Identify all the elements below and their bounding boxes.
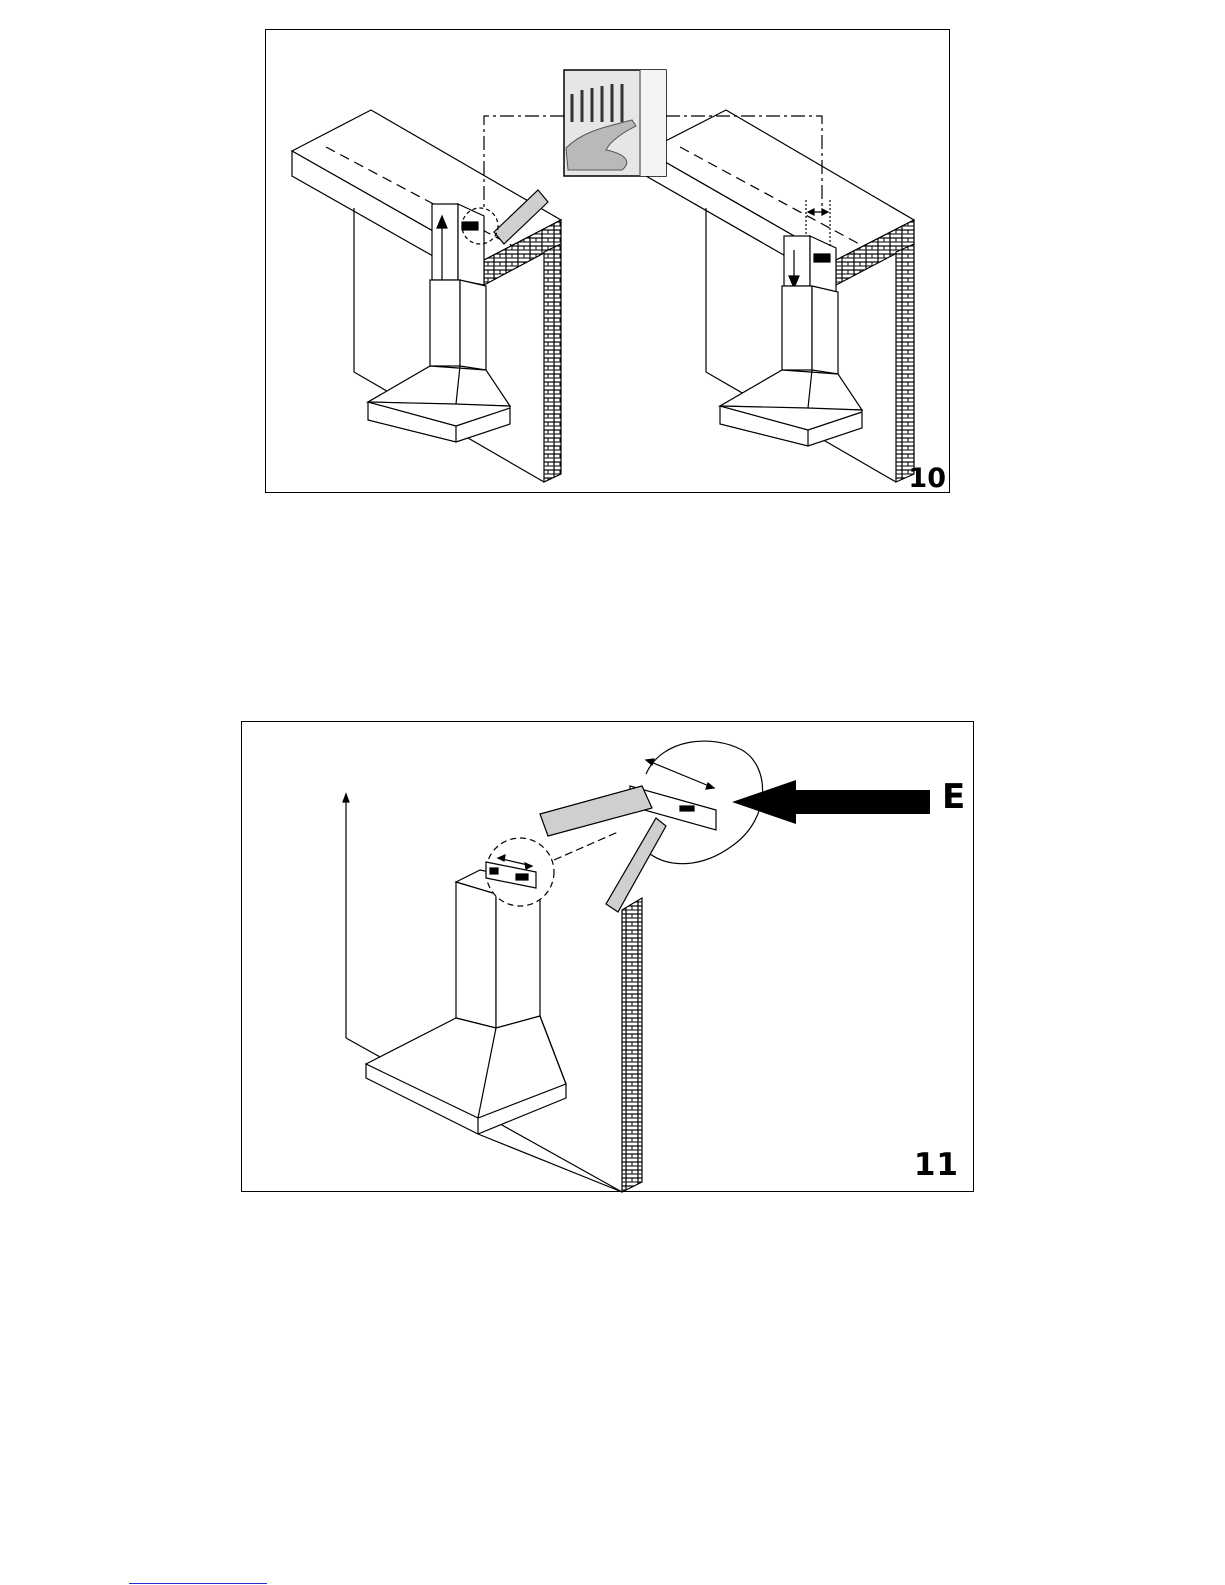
left-hood-drawing [292, 110, 561, 482]
figure-10: 10 [265, 29, 950, 493]
figure-number: 11 [914, 1150, 959, 1181]
figure-number: 10 [908, 465, 946, 492]
inset-photo [564, 70, 666, 176]
figure-11-drawing [242, 722, 975, 1193]
figure-11: E 11 [241, 721, 974, 1192]
figure-10-drawing [266, 30, 951, 494]
right-hood-drawing [646, 110, 914, 482]
callout-label-e: E [942, 780, 965, 814]
footnote-rule [129, 1583, 267, 1584]
